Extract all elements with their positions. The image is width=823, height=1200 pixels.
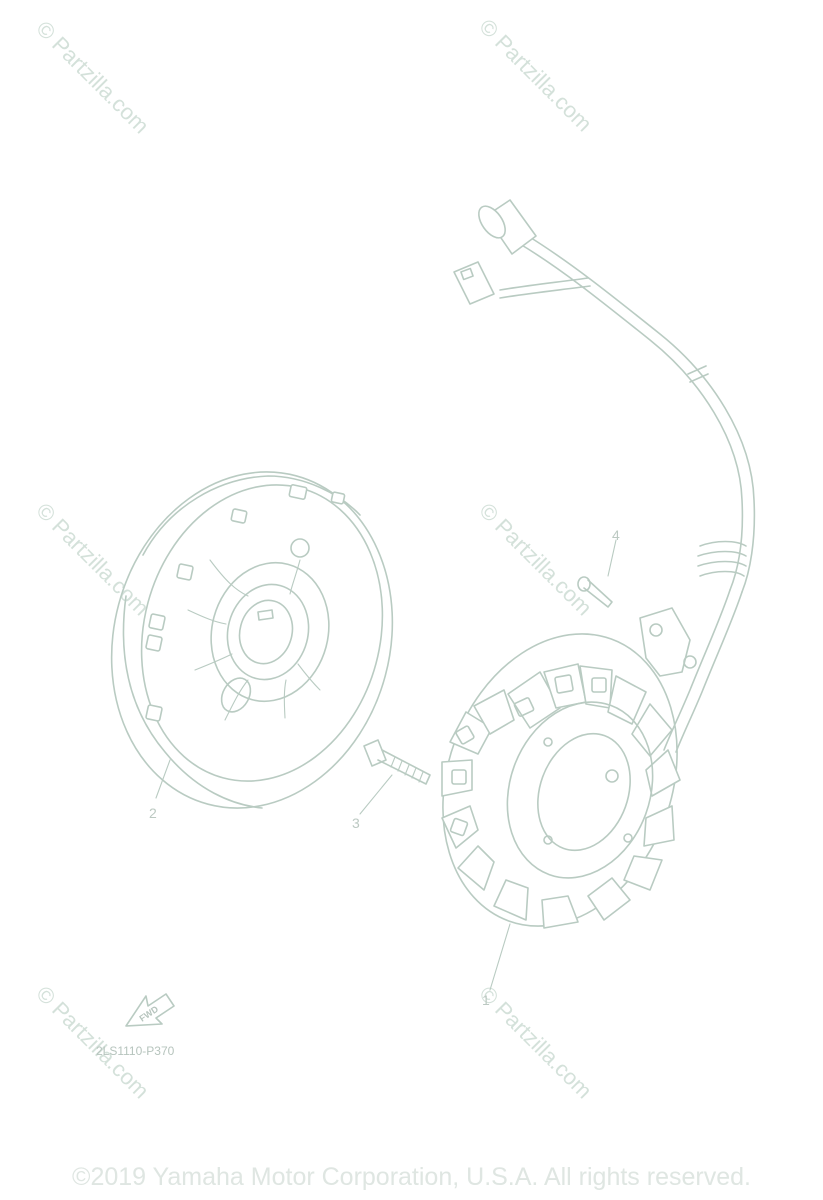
wire-harness bbox=[453, 199, 756, 753]
rotor-slot bbox=[148, 613, 166, 631]
rotor-slot bbox=[145, 634, 163, 652]
watermark-top-right: © Partzilla.com bbox=[474, 14, 597, 137]
rotor-slot bbox=[145, 704, 163, 722]
watermark-bottom-right: © Partzilla.com bbox=[474, 981, 597, 1104]
watermark-mid-right: © Partzilla.com bbox=[474, 498, 597, 621]
rotor-slot bbox=[176, 563, 194, 581]
rotor-slot bbox=[330, 491, 346, 505]
fwd-arrow-icon: FWD bbox=[125, 993, 175, 1027]
callout-3: 3 bbox=[352, 815, 360, 831]
rotor-slot bbox=[288, 484, 308, 500]
diagram-code: 2LS1110-P370 bbox=[96, 1044, 175, 1058]
callout-4: 4 bbox=[612, 527, 620, 543]
watermark-top-left: © Partzilla.com bbox=[31, 16, 154, 139]
rotor-flywheel bbox=[110, 471, 394, 809]
watermark-group: © Partzilla.com © Partzilla.com © Partzi… bbox=[31, 14, 597, 1104]
copyright-notice: ©2019 Yamaha Motor Corporation, U.S.A. A… bbox=[72, 1163, 751, 1191]
watermark-bottom-left: © Partzilla.com bbox=[31, 981, 154, 1104]
bolt-3 bbox=[359, 739, 431, 815]
pickup-coil bbox=[639, 607, 697, 677]
rotor-slot bbox=[230, 508, 248, 524]
stator bbox=[441, 633, 681, 991]
connector-small bbox=[453, 261, 495, 305]
callout-1: 1 bbox=[482, 992, 490, 1008]
watermark-mid-left: © Partzilla.com bbox=[31, 498, 154, 621]
callout-2: 2 bbox=[149, 805, 157, 821]
screw-4 bbox=[577, 539, 617, 608]
